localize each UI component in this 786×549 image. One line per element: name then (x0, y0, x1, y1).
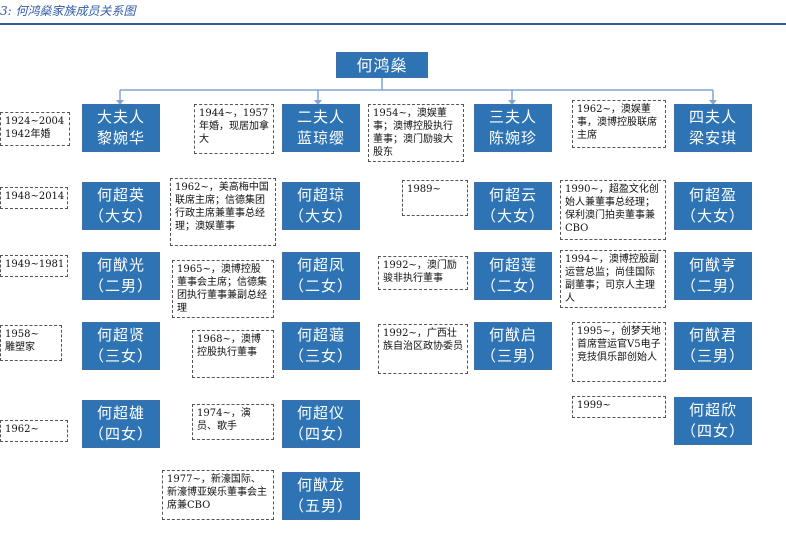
child-1-1-name: 何超英 (96, 186, 145, 204)
child-1-3-rank: （三女） (88, 347, 153, 365)
node-child-2-3: 何超蕸 （三女） (282, 322, 360, 370)
note-child-2-4: 1974~，演员、歌手 (192, 404, 274, 440)
child-4-1-name: 何超盈 (688, 186, 737, 204)
note-wife-2: 1944~，1957年婚，现居加拿大 (194, 104, 274, 154)
child-1-2-name: 何猷光 (96, 256, 145, 274)
child-2-3-rank: （三女） (288, 347, 353, 365)
note-wife-3: 1954~，澳娱董事；澳博控股执行董事；澳门励骏大股东 (368, 104, 464, 162)
child-1-1-rank: （大女） (88, 207, 153, 225)
caption-divider (0, 23, 786, 25)
child-3-2-name: 何超莲 (488, 256, 537, 274)
note-child-3-3: 1992~，广西壮族自治区政协委员 (378, 324, 468, 374)
child-1-4-rank: （四女） (88, 425, 153, 443)
note-child-2-2: 1965~，澳博控股董事会主席；信德集团执行董事兼副总经理 (172, 260, 274, 318)
child-3-1-name: 何超云 (488, 186, 537, 204)
note-child-4-4: 1999~ (572, 396, 666, 418)
node-child-2-4: 何超仪 （四女） (282, 400, 360, 448)
child-2-2-name: 何超凤 (296, 256, 345, 274)
child-2-1-name: 何超琼 (296, 186, 345, 204)
note-child-4-3: 1995~，创梦天地首席营运官V5电子竞技俱乐部创始人 (572, 322, 666, 382)
child-4-2-name: 何猷亨 (688, 256, 737, 274)
node-root: 何鸿燊 (336, 52, 428, 78)
node-wife-2-title: 二夫人 (296, 108, 345, 126)
note-wife-1: 1924~2004 1942年婚 (0, 112, 70, 146)
child-2-4-rank: （四女） (288, 425, 353, 443)
node-child-1-2: 何猷光 （二男） (82, 252, 160, 300)
wife-arrow-1 (116, 100, 124, 105)
node-wife-1: 大夫人 黎婉华 (82, 104, 160, 152)
child-2-1-rank: （大女） (288, 207, 353, 225)
node-wife-3-title: 三夫人 (488, 108, 537, 126)
child-4-3-rank: （三男） (680, 347, 745, 365)
child-2-3-name: 何超蕸 (296, 326, 345, 344)
node-child-3-3: 何猷启 （三男） (474, 322, 552, 370)
node-wife-4: 四夫人 梁安琪 (674, 104, 752, 152)
child-2-5-rank: （五男） (288, 497, 353, 515)
child-3-3-rank: （三男） (480, 347, 545, 365)
child-4-4-rank: （四女） (680, 422, 745, 440)
note-child-2-5: 1977~，新濠国际、新濠博亚娱乐董事会主席兼CBO (162, 470, 274, 520)
node-child-4-2: 何猷亨 （二男） (674, 252, 752, 300)
node-child-1-3: 何超贤 （三女） (82, 322, 160, 370)
note-child-2-3: 1968~，澳博控股执行董事 (192, 330, 274, 378)
node-child-2-2: 何超凤 （二女） (282, 252, 360, 300)
child-4-4-name: 何超欣 (688, 401, 737, 419)
child-3-1-rank: （大女） (480, 207, 545, 225)
node-wife-4-title: 四夫人 (688, 108, 737, 126)
node-child-1-4: 何超雄 （四女） (82, 400, 160, 448)
note-child-1-1: 1948~2014 (0, 187, 68, 209)
child-3-2-rank: （二女） (480, 277, 545, 295)
note-child-1-2: 1949~1981 (0, 255, 68, 277)
wife-arrow-3 (508, 100, 516, 105)
note-child-3-1: 1989~ (402, 180, 468, 216)
note-child-4-2: 1994~，澳博控股副运营总监；尚佳国际副董事；司京人主理人 (560, 250, 666, 308)
child-1-2-rank: （二男） (88, 277, 153, 295)
wife-arrow-4 (709, 100, 717, 105)
note-child-1-4: 1962~ (0, 420, 68, 442)
wife-arrow-2 (314, 100, 322, 105)
node-wife-3: 三夫人 陈婉珍 (474, 104, 552, 152)
child-2-4-name: 何超仪 (296, 404, 345, 422)
node-wife-1-title: 大夫人 (96, 108, 145, 126)
node-root-name: 何鸿燊 (356, 55, 408, 75)
child-4-2-rank: （二男） (680, 277, 745, 295)
node-child-4-4: 何超欣 （四女） (674, 397, 752, 445)
note-child-3-2: 1992~，澳门励骏非执行董事 (378, 256, 468, 290)
note-child-2-1: 1962~，美高梅中国联席主席；信德集团行政主席兼董事总经理；澳娱董事 (170, 178, 276, 246)
node-child-1-1: 何超英 （大女） (82, 182, 160, 230)
node-child-2-1: 何超琼 （大女） (282, 182, 360, 230)
node-wife-2-name: 蓝琼缨 (296, 129, 345, 147)
node-child-4-3: 何猷君 （三男） (674, 322, 752, 370)
note-child-1-3: 1958~ 雕塑家 (0, 325, 62, 361)
node-child-2-5: 何猷龙 （五男） (282, 472, 360, 520)
child-1-4-name: 何超雄 (96, 404, 145, 422)
node-wife-2: 二夫人 蓝琼缨 (282, 104, 360, 152)
child-2-5-name: 何猷龙 (296, 476, 345, 494)
node-child-3-2: 何超莲 （二女） (474, 252, 552, 300)
note-wife-4: 1962~，澳娱董事，澳博控股联席主席 (572, 100, 666, 148)
node-child-3-1: 何超云 （大女） (474, 182, 552, 230)
node-child-4-1: 何超盈 （大女） (674, 182, 752, 230)
note-child-4-1: 1990~，超盈文化创始人兼董事总经理；保利澳门拍卖董事兼CBO (560, 180, 666, 240)
child-1-3-name: 何超贤 (96, 326, 145, 344)
node-wife-3-name: 陈婉珍 (488, 129, 537, 147)
child-4-1-rank: （大女） (680, 207, 745, 225)
child-4-3-name: 何猷君 (688, 326, 737, 344)
node-wife-1-name: 黎婉华 (96, 129, 145, 147)
node-wife-4-name: 梁安琪 (688, 129, 737, 147)
child-2-2-rank: （二女） (288, 277, 353, 295)
child-3-3-name: 何猷启 (488, 326, 537, 344)
figure-caption: 3: 何鸿燊家族成员关系图 (0, 4, 136, 18)
